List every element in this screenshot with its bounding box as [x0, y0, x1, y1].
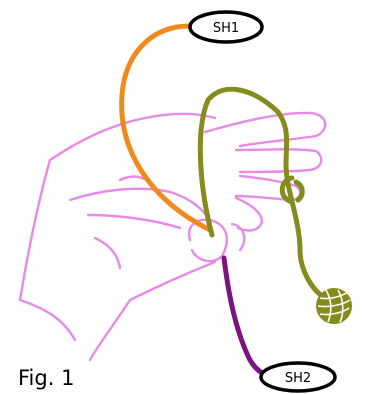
- sh1-label-text: SH1: [213, 21, 239, 36]
- sh1-label: SH1: [190, 12, 262, 42]
- sh2-label: SH2: [261, 363, 335, 391]
- sh2-strand: [224, 258, 268, 376]
- sh1-strand: [122, 26, 210, 230]
- sh2-label-text: SH2: [285, 371, 311, 386]
- hand-illustration: [20, 113, 325, 360]
- yarn-ball: [317, 289, 351, 323]
- figure-caption: Fig. 1: [18, 366, 74, 390]
- yarn-strand: [200, 89, 325, 298]
